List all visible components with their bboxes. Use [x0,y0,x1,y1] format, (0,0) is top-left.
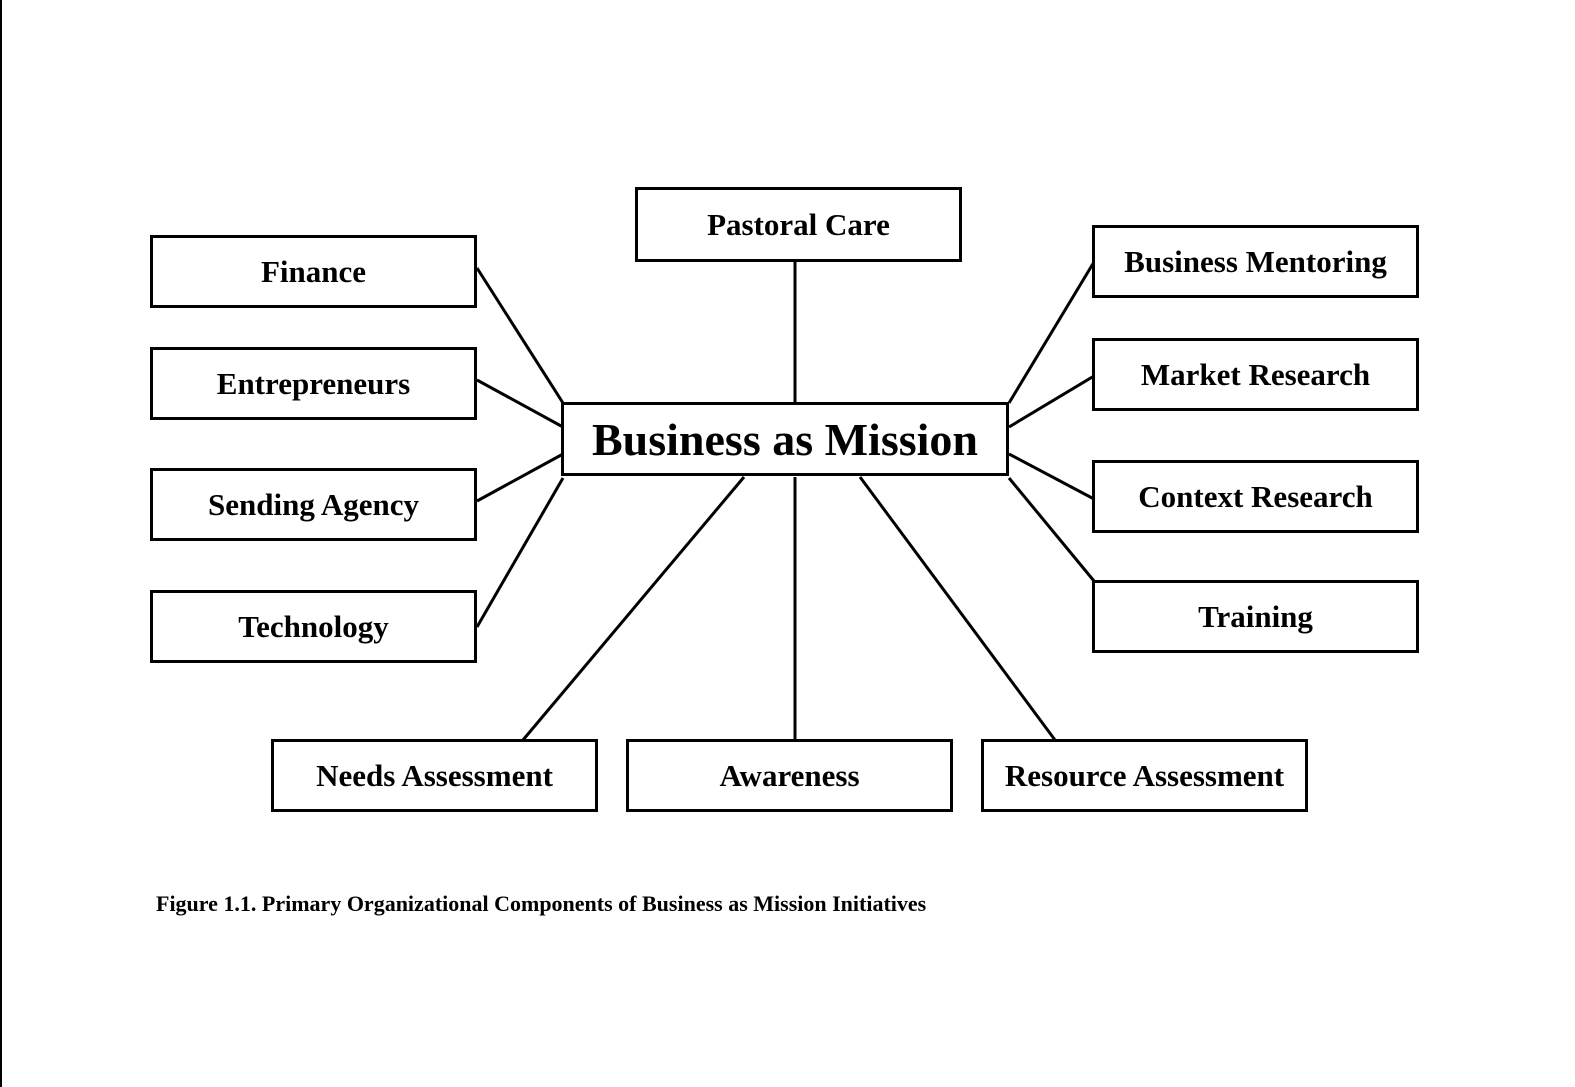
edge-technology [475,477,565,628]
node-pastoral-care: Pastoral Care [635,187,962,262]
edge-training [1007,477,1096,582]
edge-market-research [1008,374,1095,429]
edge-resource-assessment [858,476,1057,741]
node-training: Training [1092,580,1419,653]
node-entrepreneurs: Entrepreneurs [150,347,477,420]
edge-context-research [1008,452,1095,501]
edge-finance [475,267,565,404]
center-node-business-as-mission: Business as Mission [561,402,1009,476]
node-technology: Technology [150,590,477,663]
node-needs-assessment: Needs Assessment [271,739,598,812]
edge-business-mentoring [1007,261,1096,404]
node-market-research: Market Research [1092,338,1419,411]
page-left-border [0,0,2,1087]
node-business-mentoring: Business Mentoring [1092,225,1419,298]
figure-caption: Figure 1.1. Primary Organizational Compo… [156,891,927,916]
node-finance: Finance [150,235,477,308]
node-awareness: Awareness [626,739,953,812]
edge-entrepreneurs [476,378,564,429]
edge-needs-assessment [521,476,746,741]
edge-sending-agency [476,452,564,503]
node-resource-assessment: Resource Assessment [981,739,1308,812]
node-sending-agency: Sending Agency [150,468,477,541]
node-context-research: Context Research [1092,460,1419,533]
